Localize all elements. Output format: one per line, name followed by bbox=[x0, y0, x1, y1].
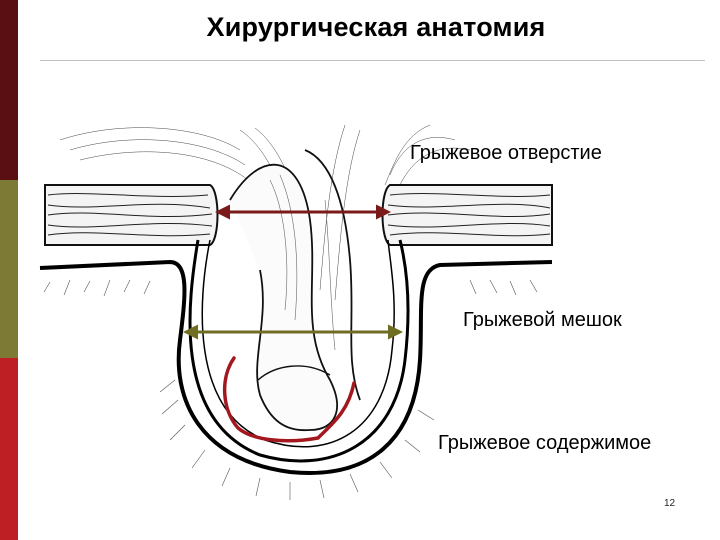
intestinal-loop bbox=[230, 150, 360, 430]
label-hernia-sac: Грыжевой мешок bbox=[463, 309, 622, 332]
label-hernia-content: Грыжевое содержимое bbox=[438, 432, 651, 455]
label-hernia-opening: Грыжевое отверстие bbox=[410, 142, 602, 165]
muscle-layer-right bbox=[383, 185, 553, 245]
page-number: 12 bbox=[664, 498, 675, 509]
muscle-layer-left bbox=[45, 185, 218, 245]
